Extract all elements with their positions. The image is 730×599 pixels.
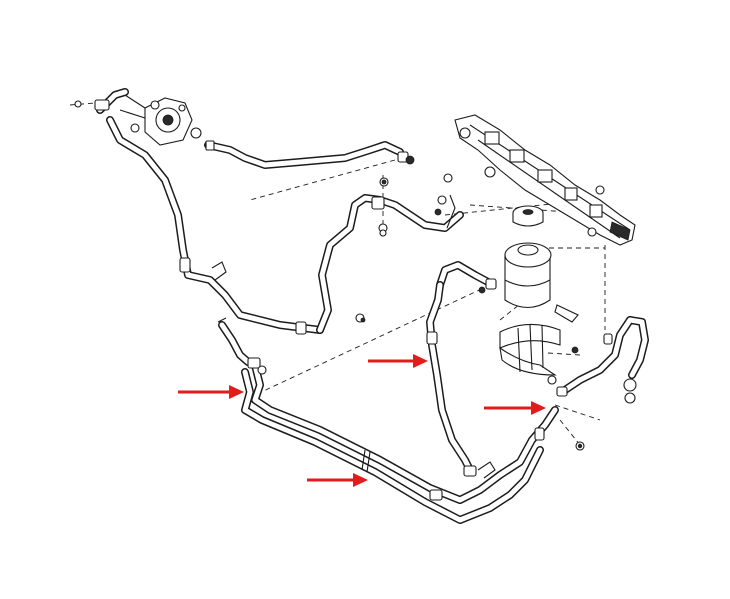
reservoir-feed-hose xyxy=(316,173,464,334)
power-steering-pump xyxy=(119,94,202,146)
fluid-reservoir xyxy=(436,242,552,309)
mounting-bolt xyxy=(379,229,585,451)
pump-pressure-line xyxy=(204,140,415,169)
highlight-arrows xyxy=(178,354,546,487)
upper-left-fitting xyxy=(74,88,129,114)
arrow-left xyxy=(178,385,244,399)
cooler-pipes xyxy=(217,317,559,524)
arrow-bottom xyxy=(307,473,368,487)
steering-rack xyxy=(454,114,636,246)
arrow-middle xyxy=(368,354,428,368)
arrow-right xyxy=(484,401,546,415)
left-supply-hose xyxy=(106,116,324,335)
center-return-hose xyxy=(426,281,496,479)
reservoir-cap xyxy=(512,205,544,227)
right-return-hose xyxy=(556,316,649,404)
reservoir-mounting-bracket xyxy=(499,304,579,385)
